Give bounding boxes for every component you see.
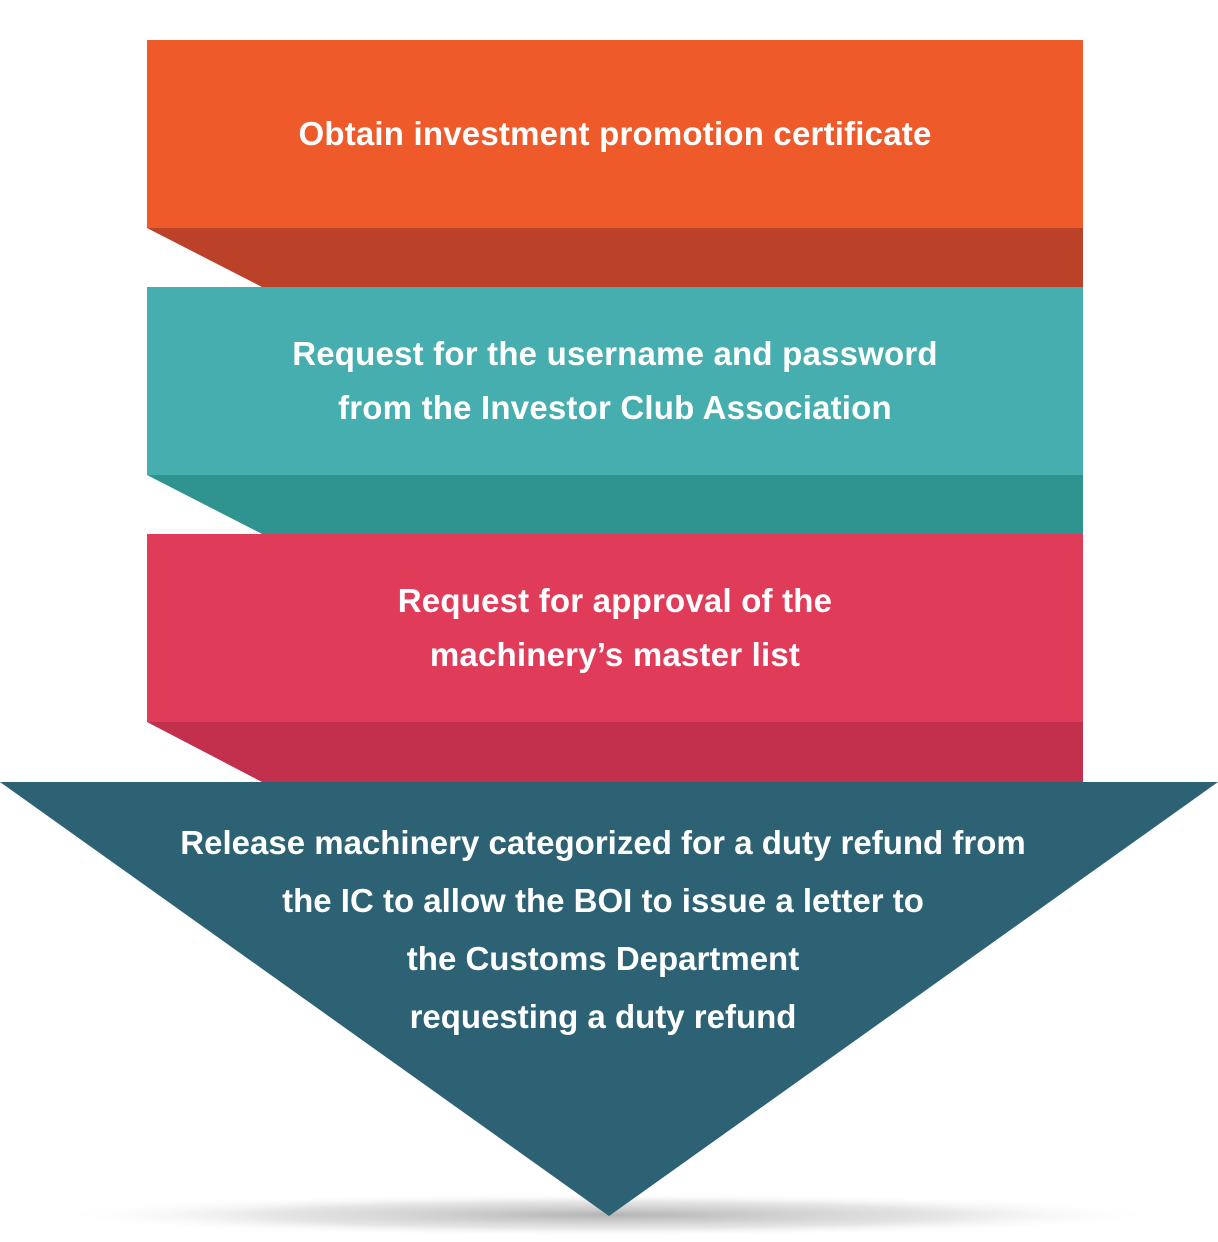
final-step-text-line-2: the IC to allow the BOI to issue a lette… — [282, 882, 924, 919]
fold-2 — [147, 475, 1083, 534]
final-step-text-line-3: the Customs Department — [406, 940, 800, 977]
final-step-triangle — [0, 782, 1218, 1216]
fold-1 — [147, 228, 1083, 287]
step-3-band — [147, 534, 1083, 722]
fold-3 — [147, 722, 1083, 782]
step-1-text-line-1: Obtain investment promotion certificate — [298, 115, 932, 152]
step-2-box: Request for the username and password fr… — [147, 287, 1083, 475]
final-step-box: Release machinery categorized for a duty… — [150, 814, 1056, 1046]
step-2-text-line-2: from the Investor Club Association — [338, 389, 892, 426]
step-1-band — [147, 40, 1083, 228]
step-1-box: Obtain investment promotion certificate — [147, 40, 1083, 228]
final-step-text-line-4: requesting a duty refund — [409, 998, 797, 1035]
step-3-text-line-2: machinery’s master list — [429, 636, 801, 673]
step-2-band — [147, 287, 1083, 475]
step-3-box: Request for approval of the machinery’s … — [147, 534, 1083, 722]
final-step-text-line-1: Release machinery categorized for a duty… — [180, 824, 1026, 861]
step-3-text-line-1: Request for approval of the — [397, 582, 833, 619]
step-2-text-line-1: Request for the username and password — [292, 335, 938, 372]
